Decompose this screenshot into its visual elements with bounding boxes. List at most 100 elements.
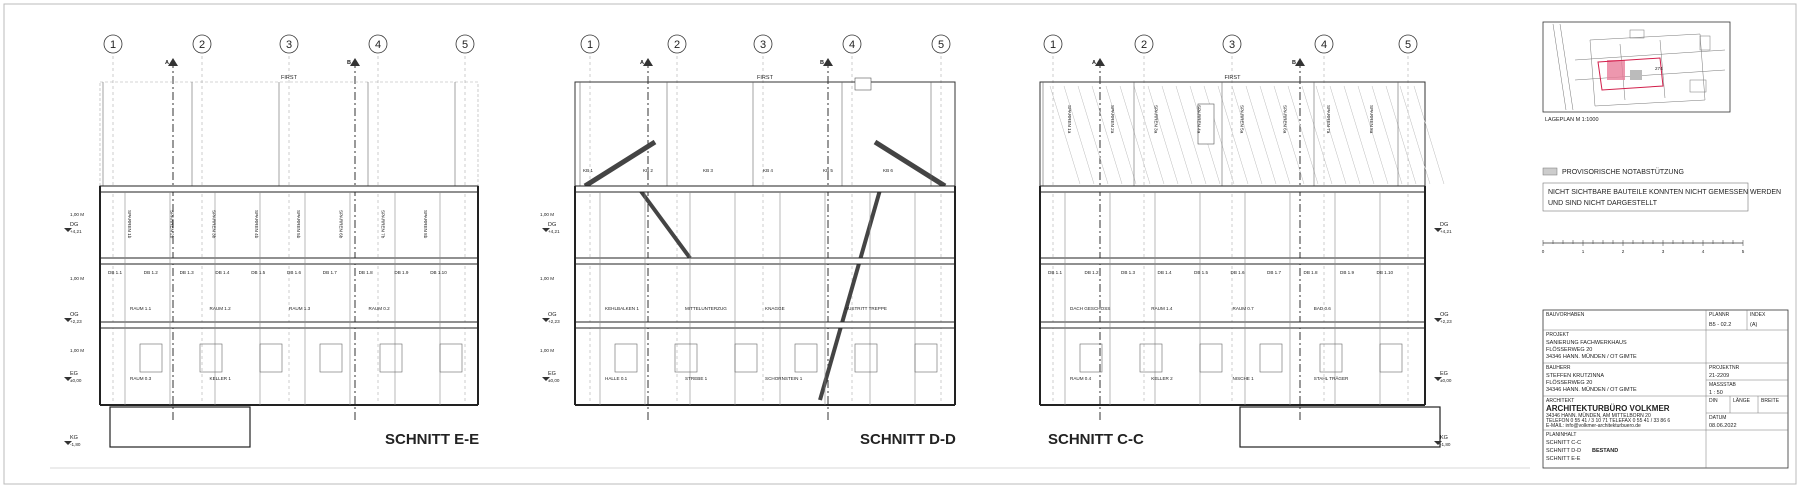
roof-hatch bbox=[1287, 85, 1319, 185]
roof-hatch bbox=[1063, 85, 1095, 185]
level-value: +4,21 bbox=[548, 229, 560, 234]
diagonal-brace bbox=[818, 189, 882, 401]
level-marker-icon bbox=[542, 318, 550, 322]
rafter-label: SPARREN 7a bbox=[1326, 105, 1331, 134]
window-opening bbox=[379, 343, 403, 373]
window-opening bbox=[199, 343, 223, 373]
roof-hatch bbox=[1161, 85, 1193, 185]
legend: PROVISORISCHE NOTABSTÜTZUNG NICHT SICHTB… bbox=[1542, 167, 1781, 212]
level-tag: OG bbox=[548, 312, 557, 318]
room-label: RAUM 1.4 bbox=[1151, 306, 1173, 311]
roof-hatch bbox=[1133, 85, 1165, 185]
grid-axis-bubble bbox=[1222, 34, 1242, 54]
roof-hatch bbox=[1217, 85, 1249, 185]
beam-label: DB 1.5 bbox=[251, 270, 265, 275]
height-mark: 1,00 M bbox=[540, 276, 554, 281]
window-opening bbox=[914, 343, 938, 373]
height-mark: 1,00 M bbox=[70, 276, 84, 281]
section-cut-marker: B bbox=[347, 60, 351, 66]
room-label: BAD 0.6 bbox=[1314, 306, 1332, 311]
room-label: RAUM 1.3 bbox=[289, 306, 311, 311]
level-tag: OG bbox=[70, 312, 79, 318]
beam-label: DB 1.9 bbox=[1340, 270, 1354, 275]
grid-axis-label: 2 bbox=[199, 39, 205, 51]
grid-axis-bubble bbox=[580, 34, 600, 54]
chimney-top bbox=[854, 77, 872, 91]
rafter-label: SPARREN 5a bbox=[1240, 105, 1245, 134]
roof-hatch bbox=[1343, 85, 1375, 185]
grid-axis-bubble bbox=[753, 34, 773, 54]
legend-note-box bbox=[1542, 182, 1749, 212]
beam-label: KB 4 bbox=[763, 168, 773, 173]
rafter-label: SPARREN 1b bbox=[127, 210, 132, 239]
level-marker-icon bbox=[542, 228, 550, 232]
grid-axis-bubble bbox=[1314, 34, 1334, 54]
title-block-frame bbox=[1542, 309, 1789, 469]
level-value: ±0,00 bbox=[70, 378, 82, 383]
room-label: KEHLBALKEN 1 bbox=[605, 306, 639, 311]
window-opening bbox=[319, 343, 343, 373]
rafter-label: SPARREN 8b bbox=[423, 210, 428, 239]
roof-hatch bbox=[1147, 85, 1179, 185]
rafter-label: SPARREN 4a bbox=[1196, 105, 1201, 134]
beam-label: DB 1.6 bbox=[287, 270, 301, 275]
rafter-label: SPARREN 3b bbox=[212, 210, 217, 239]
beam-label: DB 1.4 bbox=[1158, 270, 1172, 275]
beam-label: DB 1.6 bbox=[1231, 270, 1245, 275]
roof-hatch bbox=[1245, 85, 1277, 185]
level-value: +2,23 bbox=[1440, 319, 1452, 324]
level-tag: EG bbox=[70, 371, 78, 377]
roof-window bbox=[1197, 103, 1215, 145]
room-label: RAUM 0.3 bbox=[130, 376, 152, 381]
tb-index-label: INDEX bbox=[1750, 312, 1766, 318]
window-opening bbox=[259, 343, 283, 373]
roof-hatch bbox=[1399, 85, 1431, 185]
beam-label: DB 1.2 bbox=[144, 270, 158, 275]
grid-axis-bubble bbox=[842, 34, 862, 54]
floor-slab bbox=[99, 185, 479, 193]
tb-client-line1: STEFFEN KRUTZINNA bbox=[1546, 373, 1604, 379]
tb-projekt-label: PROJEKT bbox=[1546, 332, 1569, 338]
grid-axis-label: 3 bbox=[286, 39, 292, 51]
room-label: KELLER 2 bbox=[1151, 376, 1173, 381]
floor-slab bbox=[1039, 257, 1426, 265]
level-value: +2,23 bbox=[548, 319, 560, 324]
room-label: NISCHE 1 bbox=[1233, 376, 1255, 381]
tb-datum-label: DATUM bbox=[1709, 415, 1726, 421]
room-label: DACH GESCHOSS bbox=[1070, 306, 1110, 311]
tb-architect-line3: E-MAIL: info@volkmer-architekturbuero.de bbox=[1546, 423, 1641, 429]
cellar-outline bbox=[1239, 406, 1441, 448]
level-tag: EG bbox=[548, 371, 556, 377]
level-tag: DG bbox=[1440, 222, 1448, 228]
grid-axis-label: 1 bbox=[110, 39, 116, 51]
tb-architect: ARCHITEKTURBÜRO VOLKMER bbox=[1546, 404, 1670, 413]
tb-massstab-label: MASSSTAB bbox=[1709, 382, 1737, 388]
level-marker-icon bbox=[542, 377, 550, 381]
grid-axis-label: 5 bbox=[1405, 39, 1411, 51]
beam-label: DB 1.4 bbox=[215, 270, 229, 275]
rafter-label: SPARREN 1a bbox=[1067, 105, 1072, 134]
level-tag: KG bbox=[1440, 435, 1448, 441]
floor-slab bbox=[99, 257, 479, 265]
section-cut-arrow bbox=[823, 58, 833, 66]
height-mark: 1,00 M bbox=[540, 348, 554, 353]
beam-label: DB 1.7 bbox=[323, 270, 337, 275]
level-tag: OG bbox=[1440, 312, 1449, 318]
tb-plannr: B5 - 02.2 bbox=[1709, 322, 1731, 328]
roof-hatch bbox=[1231, 85, 1263, 185]
level-marker-icon bbox=[64, 318, 72, 322]
window-opening bbox=[1199, 343, 1223, 373]
tb-laenge-label: LÄNGE bbox=[1733, 397, 1751, 404]
roof-hatch bbox=[1357, 85, 1389, 185]
site-plan-label: LAGEPLAN M 1:1000 bbox=[1545, 117, 1599, 123]
beam-label: DB 1.9 bbox=[394, 270, 408, 275]
tb-client-line3: 34346 HANN. MÜNDEN / OT GIMTE bbox=[1546, 386, 1637, 393]
level-tag: DG bbox=[548, 222, 556, 228]
level-marker-icon bbox=[64, 228, 72, 232]
room-label: HALLE 0.1 bbox=[605, 376, 628, 381]
level-marker-icon bbox=[1434, 318, 1442, 322]
beam-label: KB 2 bbox=[643, 168, 653, 173]
legend-swatch-provisional bbox=[1542, 167, 1558, 176]
level-value: -1,80 bbox=[1440, 442, 1451, 447]
